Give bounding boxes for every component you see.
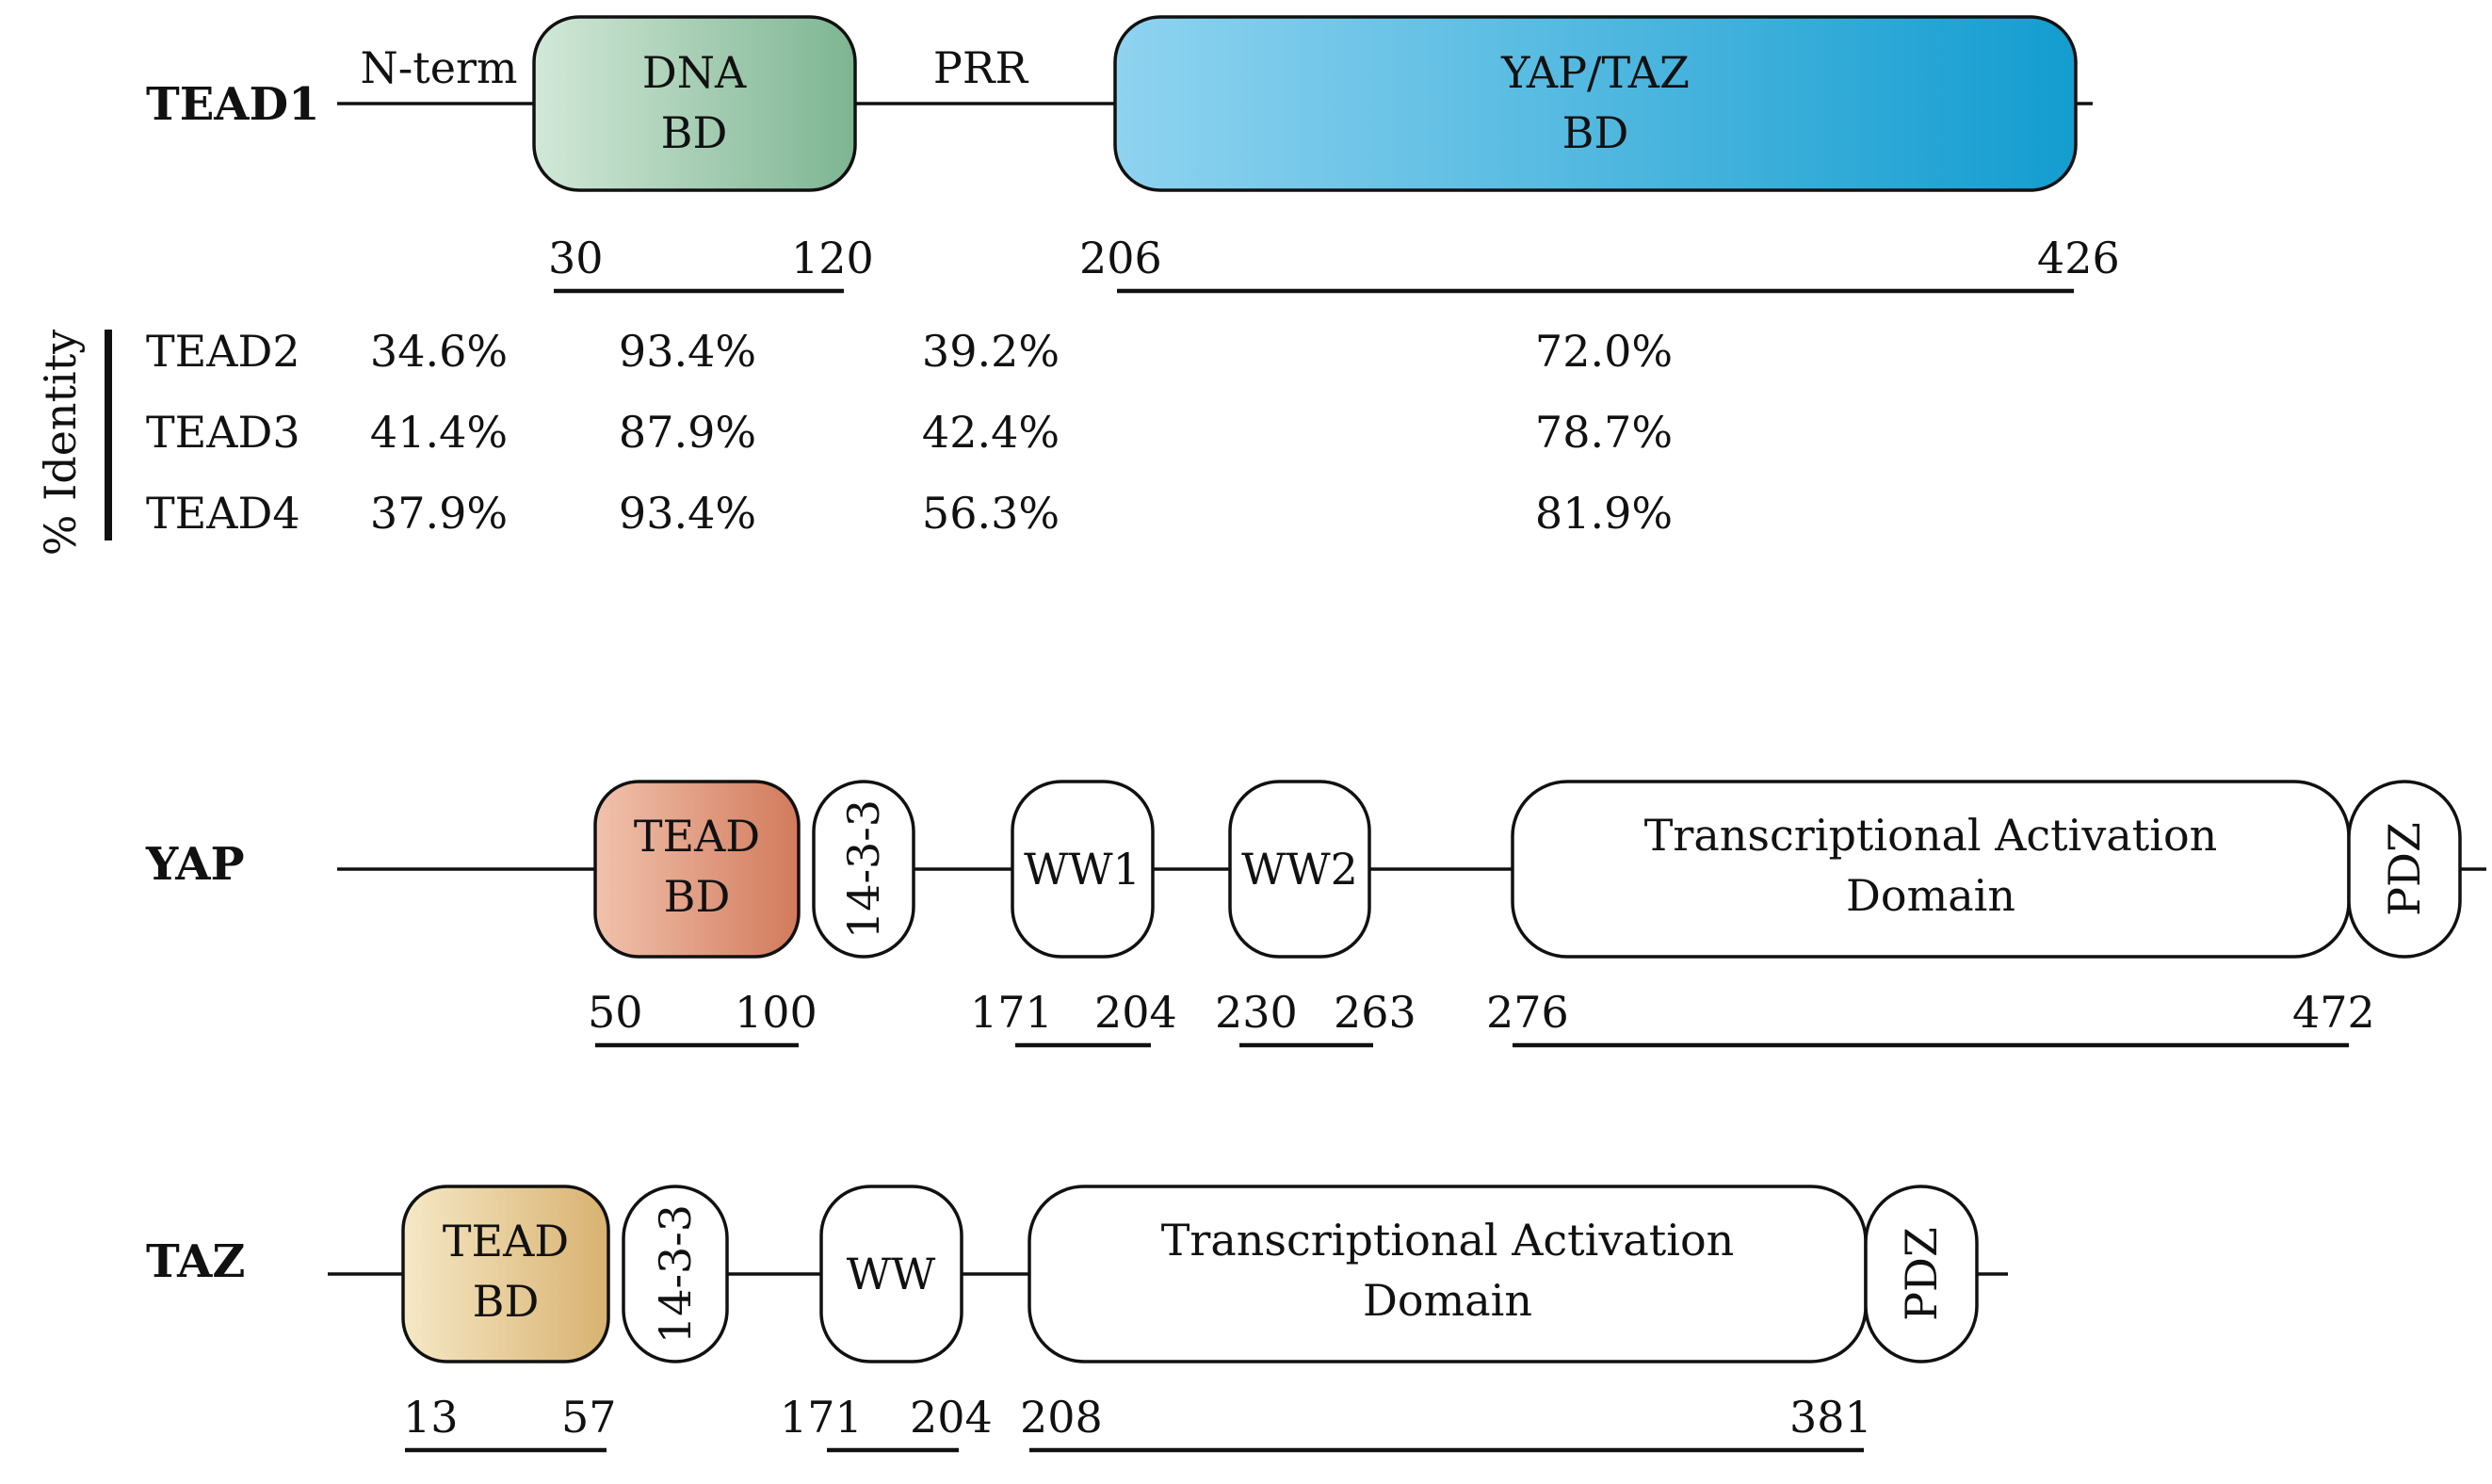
tead1-yaptaz-bd-box	[1113, 15, 2078, 192]
yap-14-3-3-box	[812, 780, 915, 959]
taz-name: TAZ	[146, 1235, 245, 1288]
identity-row: TEAD3 41.4% 87.9% 42.4% 78.7%	[146, 407, 1673, 458]
yap-name: YAP	[145, 838, 245, 891]
identity-dna-bd: 87.9%	[619, 407, 756, 458]
taz-pdz-label: PDZ	[1896, 1227, 1947, 1321]
yap-tead-bd-line1: TEAD	[634, 811, 760, 862]
taz-pdz-box	[1864, 1185, 1979, 1363]
tead1-dna-bd-end: 120	[791, 233, 874, 283]
yap-tead-bd-box	[593, 780, 801, 959]
tead1-nterm-label: N-term	[360, 42, 517, 93]
tead1-dna-bd-line2: BD	[661, 107, 728, 158]
taz-tead-bd-box	[401, 1185, 610, 1363]
taz-tad-box	[1028, 1185, 1868, 1363]
identity-prr: 42.4%	[922, 407, 1060, 458]
tead1-row: TEAD1 N-term PRR DNA BD YAP/TAZ BD 30 12…	[146, 15, 2120, 294]
identity-prr: 56.3%	[922, 488, 1060, 539]
identity-row-name: TEAD4	[146, 488, 300, 539]
tead1-yaptaz-bd-start: 206	[1079, 233, 1162, 283]
yap-tead-bd-start: 50	[588, 987, 643, 1038]
identity-row-name: TEAD2	[146, 326, 300, 377]
yap-row: YAP TEAD BD 14-3-3 WW1 WW2 Transcription…	[145, 780, 2486, 1048]
yap-tad-line2: Domain	[1846, 870, 2015, 921]
yap-ww2-label: WW2	[1241, 844, 1358, 895]
taz-ww-end: 204	[910, 1392, 993, 1443]
yap-ww1-end: 204	[1094, 987, 1177, 1038]
yap-pdz-box	[2347, 780, 2462, 959]
taz-ww-label: WW	[847, 1249, 936, 1299]
yap-pdz-label: PDZ	[2379, 822, 2430, 916]
identity-row: TEAD2 34.6% 93.4% 39.2% 72.0%	[146, 326, 1673, 377]
identity-yaptaz-bd: 81.9%	[1535, 488, 1673, 539]
identity-nterm: 34.6%	[370, 326, 508, 377]
taz-tad-line1: Transcriptional Activation	[1161, 1215, 1735, 1266]
yap-tead-bd-line2: BD	[664, 871, 731, 922]
yap-tad-end: 472	[2292, 987, 2375, 1038]
tead1-prr-label: PRR	[933, 42, 1029, 93]
identity-yaptaz-bd: 72.0%	[1535, 326, 1673, 377]
yap-ww1-label: WW1	[1024, 844, 1141, 895]
identity-prr: 39.2%	[922, 326, 1060, 377]
yap-tead-bd-end: 100	[735, 987, 817, 1038]
taz-ww-box	[819, 1185, 963, 1363]
yap-ww2-box	[1228, 780, 1371, 959]
taz-tad-line2: Domain	[1363, 1275, 1532, 1326]
identity-table: % Identity TEAD2 34.6% 93.4% 39.2% 72.0%…	[35, 326, 1673, 556]
taz-tad-start: 208	[1020, 1392, 1103, 1443]
yap-ww1-start: 171	[970, 987, 1053, 1038]
yap-ww2-start: 230	[1215, 987, 1298, 1038]
identity-dna-bd: 93.4%	[619, 488, 756, 539]
identity-row: TEAD4 37.9% 93.4% 56.3% 81.9%	[146, 488, 1673, 539]
taz-tead-bd-start: 13	[403, 1392, 459, 1443]
identity-dna-bd: 93.4%	[619, 326, 756, 377]
taz-tead-bd-line2: BD	[473, 1276, 540, 1327]
taz-row: TAZ TEAD BD 14-3-3 WW Transcriptional Ac…	[146, 1185, 2008, 1453]
taz-tead-bd-line1: TEAD	[443, 1216, 569, 1266]
taz-tead-bd-end: 57	[561, 1392, 617, 1443]
yap-ww1-box	[1011, 780, 1155, 959]
tead1-dna-bd-line1: DNA	[642, 47, 747, 98]
tead1-yaptaz-bd-line1: YAP/TAZ	[1500, 47, 1690, 98]
yap-tad-line1: Transcriptional Activation	[1644, 810, 2218, 861]
tead1-yaptaz-bd-end: 426	[2037, 233, 2120, 283]
taz-14-3-3-label: 14-3-3	[650, 1204, 701, 1344]
taz-14-3-3-box	[622, 1185, 729, 1363]
identity-nterm: 37.9%	[370, 488, 508, 539]
taz-tad-end: 381	[1789, 1392, 1872, 1443]
tead1-name: TEAD1	[146, 78, 320, 131]
yap-tad-start: 276	[1486, 987, 1569, 1038]
yap-ww2-end: 263	[1334, 987, 1416, 1038]
yap-tad-box	[1511, 780, 2351, 959]
yap-14-3-3-label: 14-3-3	[838, 799, 889, 939]
taz-ww-start: 171	[780, 1392, 863, 1443]
tead1-dna-bd-start: 30	[548, 233, 604, 283]
identity-axis-label: % Identity	[35, 330, 86, 556]
tead1-yaptaz-bd-line2: BD	[1562, 107, 1629, 158]
identity-yaptaz-bd: 78.7%	[1535, 407, 1673, 458]
identity-nterm: 41.4%	[370, 407, 508, 458]
tead1-dna-bd-box	[532, 15, 857, 192]
identity-row-name: TEAD3	[146, 407, 300, 458]
